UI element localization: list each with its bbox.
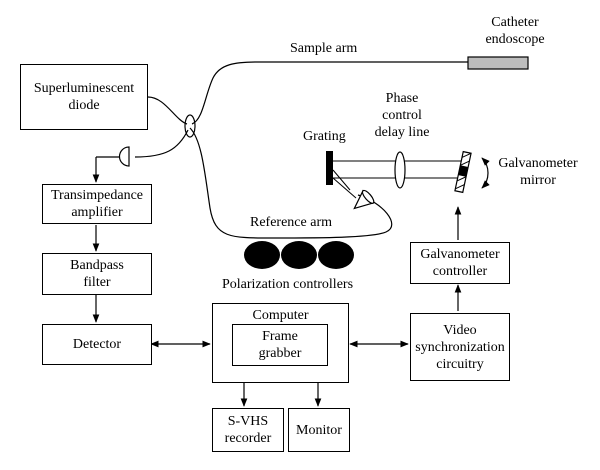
detector-box: Detector xyxy=(42,324,152,365)
photodiode-icon xyxy=(118,146,130,167)
superluminescent-diode-box: Superluminescent diode xyxy=(20,64,148,130)
fiber-coupler-to-photodiode xyxy=(134,129,189,158)
beam-grating-to-lens xyxy=(332,177,357,199)
grating-icon xyxy=(326,151,333,185)
phase-control-delay-line-label: Phase control delay line xyxy=(374,91,430,140)
frame-grabber-box: Frame grabber xyxy=(232,324,328,366)
grating-label: Grating xyxy=(303,129,346,144)
galvanometer-mirror-icon xyxy=(454,150,472,194)
fiber-sample-arm xyxy=(191,61,468,125)
fiber-coupler-icon xyxy=(184,114,196,138)
bandpass-filter-box: Bandpass filter xyxy=(42,253,152,295)
polarization-controllers-label: Polarization controllers xyxy=(222,277,354,292)
galvanometer-mirror-label: Galvanometer mirror xyxy=(498,156,578,188)
reference-arm-label: Reference arm xyxy=(250,215,332,230)
beam-grating-to-lens-b xyxy=(332,169,351,191)
polarization-paddle-2 xyxy=(281,241,317,269)
sample-arm-label: Sample arm xyxy=(290,41,358,56)
rotation-arrow-icon xyxy=(481,157,490,189)
svhs-recorder-box: S-VHS recorder xyxy=(212,408,284,452)
computer-label: Computer xyxy=(252,308,309,323)
galvanometer-controller-box: Galvanometer controller xyxy=(410,242,510,284)
fiber-reference-arm xyxy=(189,127,393,239)
catheter-endoscope-label: Catheter endoscope xyxy=(485,15,545,47)
catheter-endoscope-icon xyxy=(467,56,529,70)
monitor-box: Monitor xyxy=(288,408,350,452)
polarization-paddle-1 xyxy=(244,241,280,269)
video-synchronization-box: Video synchronization circuitry xyxy=(410,313,510,381)
transimpedance-amplifier-box: Transimpedance amplifier xyxy=(42,184,152,224)
fiber-sld-to-coupler xyxy=(147,96,188,125)
delay-line-lens-icon xyxy=(394,151,406,189)
collimator-icon xyxy=(353,189,375,210)
polarization-paddle-3 xyxy=(318,241,354,269)
